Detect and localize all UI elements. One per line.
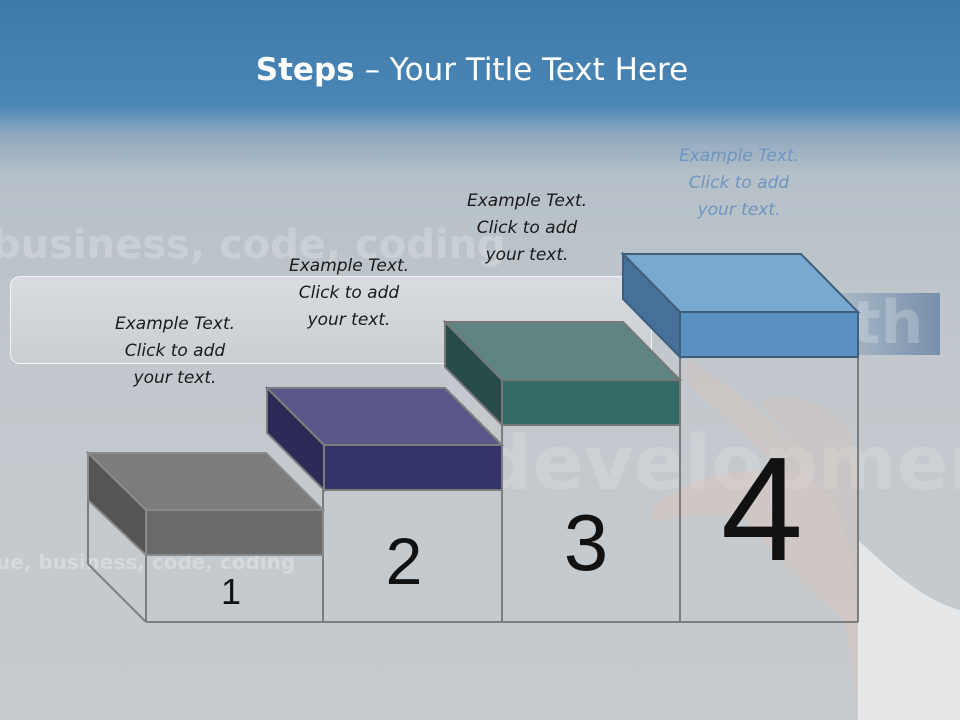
step-4-line-3: your text. — [697, 200, 781, 220]
step-2-text[interactable]: Example Text. Click to add your text. — [264, 253, 434, 334]
step-4-text[interactable]: Example Text. Click to add your text. — [654, 143, 824, 224]
step-3-number: 3 — [564, 498, 609, 587]
step-3-line-3: your text. — [485, 245, 569, 265]
background-word-line2: development — [478, 418, 960, 507]
slide-title[interactable]: Steps – Your Title Text Here — [0, 52, 944, 88]
step-4-block[interactable] — [620, 251, 861, 360]
step-4-number: 4 — [721, 427, 803, 592]
step-4-line-2: Click to add — [688, 173, 790, 193]
step-2-line-3: your text. — [307, 310, 391, 330]
step-3-block[interactable] — [442, 319, 683, 428]
step-2-number: 2 — [386, 524, 423, 598]
step-1-text[interactable]: Example Text. Click to add your text. — [90, 311, 260, 392]
step-2-block[interactable] — [264, 385, 505, 493]
step-4-line-1: Example Text. — [678, 146, 800, 166]
step-1-line-2: Click to add — [124, 341, 226, 361]
title-rest: – Your Title Text Here — [354, 52, 689, 88]
step-3-line-1: Example Text. — [466, 191, 588, 211]
step-1-line-1: Example Text. — [114, 314, 236, 334]
background-word-line1: business, code, coding — [0, 222, 506, 268]
title-bold: Steps — [255, 52, 355, 88]
step-1-number: 1 — [221, 571, 241, 612]
step-3-line-2: Click to add — [476, 218, 578, 238]
step-3-text[interactable]: Example Text. Click to add your text. — [442, 188, 612, 269]
step-1-line-3: your text. — [133, 368, 217, 388]
step-1-block[interactable] — [85, 450, 326, 558]
step-2-line-1: Example Text. — [288, 256, 410, 276]
step-2-line-2: Click to add — [298, 283, 400, 303]
background-word-line4: th — [852, 288, 924, 358]
